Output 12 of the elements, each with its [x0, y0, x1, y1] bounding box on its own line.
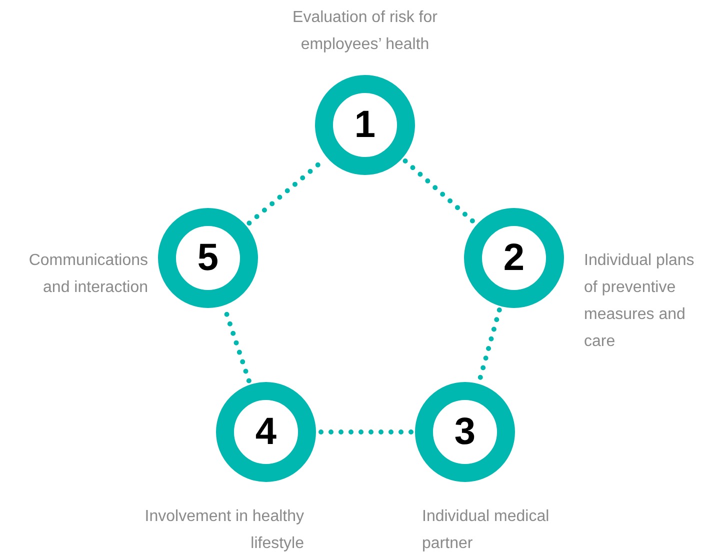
step-caption: Involvement in healthy lifestyle — [144, 507, 304, 552]
step-number: 4 — [255, 413, 277, 451]
step-number: 1 — [354, 106, 376, 144]
step-number: 2 — [503, 239, 525, 277]
dotted-connector — [318, 430, 414, 434]
step-caption: Individual plans of preventive measures and care — [584, 251, 696, 352]
step-caption: Communications and interaction — [28, 251, 148, 298]
dotted-connector — [477, 307, 502, 383]
step-number: 5 — [197, 239, 219, 277]
step-caption: Evaluation of risk for employees’ health — [292, 8, 438, 55]
step-caption: Individual medical partner — [422, 507, 550, 552]
step-number: 3 — [454, 413, 476, 451]
